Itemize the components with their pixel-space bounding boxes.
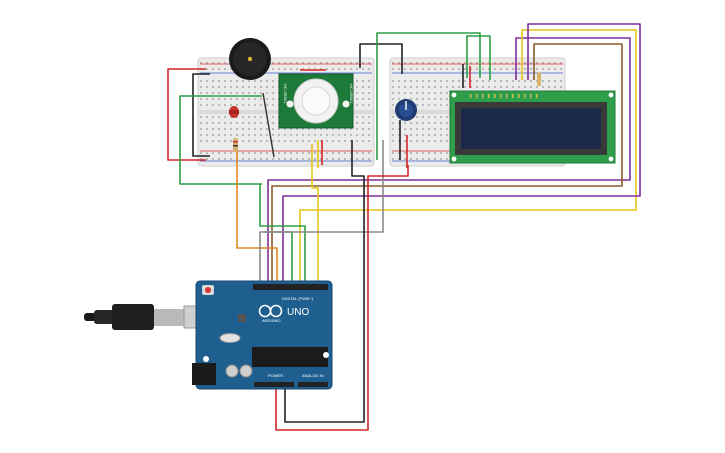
- arduino-uno: DIGITAL (PWM~) UNO ARDUINO POWER ANALOG …: [192, 280, 333, 390]
- pir-label-right: HC-SR501: [349, 84, 354, 104]
- wire-black-bridge: [359, 43, 403, 74]
- wire-green-top2: [466, 35, 491, 80]
- arduino-brand: ARDUINO: [262, 318, 280, 323]
- wire-yellow-lcd: [299, 29, 637, 285]
- wire-orange-led: [236, 146, 278, 285]
- resistor-led: [233, 138, 238, 152]
- pir-label-left: HC-SR501: [283, 84, 288, 104]
- reset-button: [238, 314, 246, 322]
- wire-yellow-pir: [311, 144, 319, 285]
- wire-purple-lcd1: [267, 37, 631, 285]
- lcd-16x2: [449, 90, 616, 164]
- power-jack: [192, 363, 216, 385]
- wire-purple-lcd2: [282, 23, 641, 285]
- red-led: [229, 106, 239, 118]
- resistor-lcd: [537, 72, 541, 86]
- analog-label: ANALOG IN: [302, 373, 324, 378]
- wire-red-5v: [275, 165, 409, 431]
- wire-green-top: [376, 32, 481, 160]
- atmega-chip: [252, 347, 328, 367]
- arduino-logo: UNO ARDUINO: [258, 304, 309, 323]
- digital-header: [253, 284, 328, 290]
- potentiometer: [395, 99, 417, 121]
- wire-dark-diag: [262, 92, 275, 158]
- analog-header: [298, 382, 328, 387]
- wire-red-left: [167, 68, 206, 161]
- wire-green-ard1: [259, 184, 306, 285]
- digital-header-label: DIGITAL (PWM~): [282, 296, 314, 301]
- power-label: POWER: [268, 373, 283, 378]
- wire-black-gnd: [284, 140, 365, 423]
- wires: [167, 23, 641, 431]
- pir-sensor: HC-SR501 HC-SR501: [278, 73, 354, 129]
- wire-brown-lcd: [271, 43, 623, 285]
- buzzer: [229, 38, 271, 80]
- wire-green-left: [179, 95, 262, 185]
- arduino-model: UNO: [287, 307, 309, 318]
- crystal: [219, 333, 241, 343]
- power-header: [254, 382, 294, 387]
- wire-black-left: [192, 73, 210, 157]
- usb-cable: [84, 304, 215, 330]
- wire-gray-ard: [259, 140, 384, 285]
